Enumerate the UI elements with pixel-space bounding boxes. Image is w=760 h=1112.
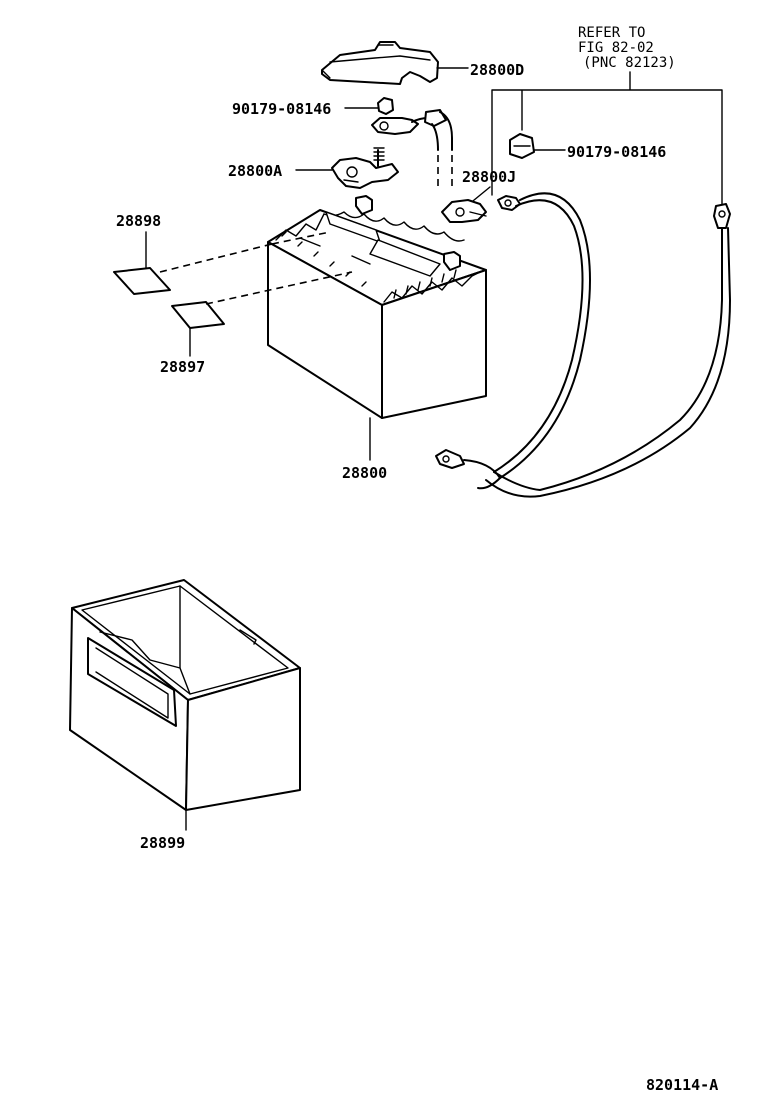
terminal-28800A	[295, 147, 399, 189]
nut-right	[509, 133, 566, 159]
battery	[267, 195, 487, 419]
negative-cable	[435, 192, 731, 498]
part-number-28800J: 28800J	[462, 168, 516, 186]
reference-note-line1: REFER TO	[578, 25, 645, 41]
holddown-clamp	[321, 41, 469, 85]
part-number-28899: 28899	[140, 834, 185, 852]
battery-tray	[69, 579, 301, 811]
part-number-28800D: 28800D	[470, 61, 524, 79]
part-number-28898: 28898	[116, 212, 161, 230]
reference-note-line3: (PNC 82123)	[583, 55, 676, 71]
nut-left	[344, 97, 394, 115]
part-number-28897: 28897	[160, 358, 205, 376]
terminal-28800J	[441, 186, 491, 223]
figure-code: 820114-A	[646, 1076, 718, 1094]
reference-note-line2: FIG 82-02	[578, 40, 654, 56]
part-number-28800A: 28800A	[228, 162, 282, 180]
part-number-nut-right: 90179-08146	[567, 143, 666, 161]
part-number-28800: 28800	[342, 464, 387, 482]
positive-cable-terminal	[371, 109, 453, 190]
warning-label-lower	[171, 271, 353, 329]
part-number-nut-left: 90179-08146	[232, 100, 331, 118]
warning-label-upper	[113, 231, 331, 295]
reference-bracket	[491, 71, 723, 206]
